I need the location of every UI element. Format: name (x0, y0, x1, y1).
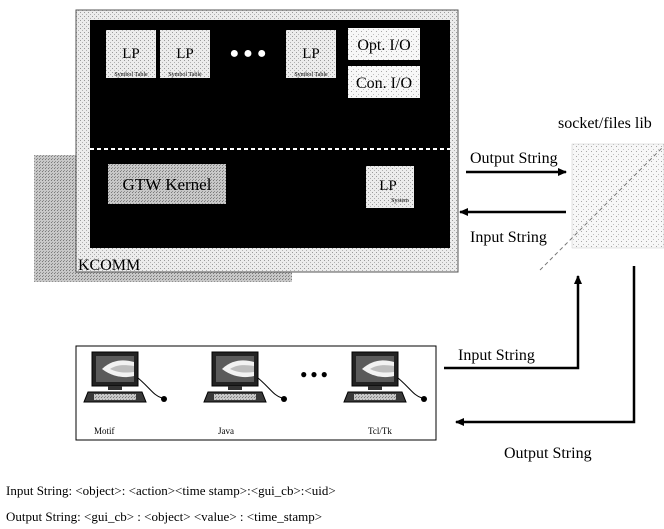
lp-label: LP (176, 46, 194, 62)
con-io-box: Con. I/O (348, 66, 420, 98)
gtw-kernel-box: GTW Kernel (108, 164, 226, 204)
symbol-table-label: Symbol Table (168, 72, 202, 78)
tcltk-workstation (343, 351, 427, 403)
output-string-format: Output String: <gui_cb> : <object> <valu… (6, 509, 322, 524)
client-label-tcltk: Tcl/Tk (368, 426, 392, 436)
output-string-arrow-bottom (455, 266, 636, 426)
symbol-table-label: Symbol Table (114, 72, 148, 78)
motif-workstation (83, 351, 167, 403)
input-string-arrow-bottom (444, 275, 582, 370)
lp-label: LP (122, 46, 140, 62)
java-workstation (203, 351, 287, 403)
output-string-label-top: Output String (470, 150, 558, 167)
client-label-java: Java (218, 426, 234, 436)
gui-ellipsis-dots: ● ● ● (300, 367, 328, 381)
lp-label: LP (379, 178, 397, 194)
system-label: System (391, 198, 409, 204)
output-string-label-bottom: Output String (504, 445, 592, 462)
socket-files-lib-label: socket/files lib (558, 115, 652, 132)
gtw-kernel-label: GTW Kernel (123, 175, 212, 194)
input-string-format: Input String: <object>: <action><time st… (6, 483, 336, 498)
con-io-label: Con. I/O (356, 75, 412, 92)
kcomm-label: KCOMM (78, 257, 140, 274)
lp-box-3: LP Symbol Table (286, 30, 336, 78)
ellipsis-dots: ● ● ● (230, 45, 267, 62)
socket-files-lib-box (539, 143, 664, 271)
lp-system-box: LP System (366, 166, 414, 208)
client-label-motif: Motif (94, 426, 115, 436)
opt-io-label: Opt. I/O (357, 37, 410, 54)
lp-label: LP (302, 46, 320, 62)
opt-io-box: Opt. I/O (348, 28, 420, 60)
input-string-label-bottom: Input String (458, 347, 535, 364)
input-string-label-top: Input String (470, 229, 547, 246)
lp-box-1: LP Symbol Table (106, 30, 156, 78)
symbol-table-label: Symbol Table (294, 72, 328, 78)
lp-box-2: LP Symbol Table (160, 30, 210, 78)
